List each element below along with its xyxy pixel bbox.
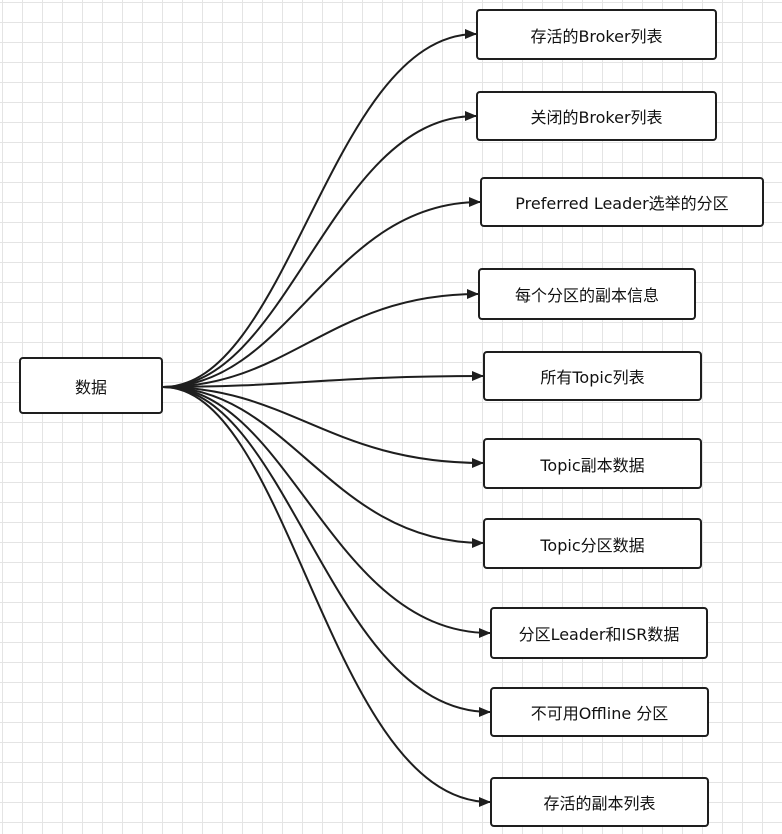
- edge-2: [162, 197, 481, 388]
- child-node-alive-brokers[interactable]: 存活的Broker列表: [476, 9, 717, 60]
- edge-6: [162, 386, 484, 548]
- child-node-preferred-leader-partitions[interactable]: Preferred Leader选举的分区: [480, 177, 764, 227]
- child-node-alive-replicas[interactable]: 存活的副本列表: [490, 777, 709, 827]
- child-node-all-topics[interactable]: 所有Topic列表: [483, 351, 702, 401]
- child-node-partition-replica-info[interactable]: 每个分区的副本信息: [478, 268, 696, 320]
- edge-9: [162, 386, 491, 807]
- edge-8: [162, 386, 491, 717]
- child-node-topic-partition-data[interactable]: Topic分区数据: [483, 518, 702, 569]
- child-node-topic-replica-data[interactable]: Topic副本数据: [483, 438, 702, 489]
- child-node-partition-leader-isr[interactable]: 分区Leader和ISR数据: [490, 607, 708, 659]
- root-node[interactable]: 数据: [19, 357, 163, 414]
- edge-3: [162, 289, 479, 388]
- edge-5: [162, 386, 484, 468]
- edge-1: [162, 111, 477, 388]
- edge-7: [162, 386, 491, 638]
- edge-4: [162, 371, 484, 388]
- child-node-offline-partitions[interactable]: 不可用Offline 分区: [490, 687, 709, 737]
- child-node-shutdown-brokers[interactable]: 关闭的Broker列表: [476, 91, 717, 141]
- edge-0: [162, 29, 477, 388]
